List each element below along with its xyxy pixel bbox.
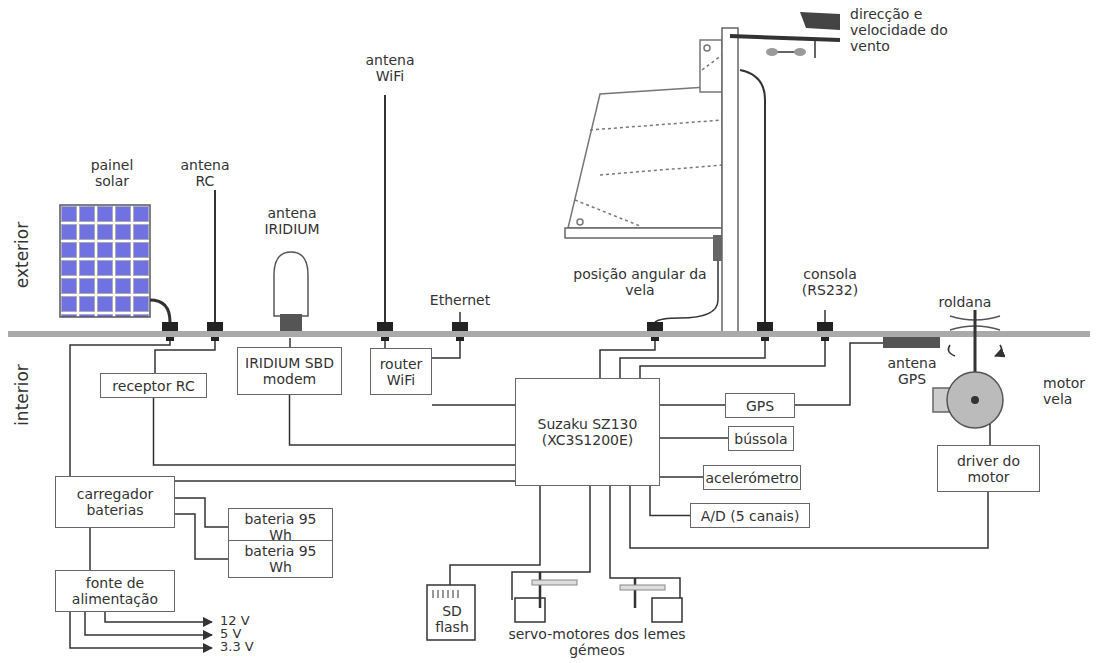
- wire: [175, 480, 515, 482]
- voltage-label: 5 V: [220, 627, 241, 641]
- modem-box: IRIDIUM SBD modem: [237, 347, 342, 395]
- box-text: bateria 95 Wh: [234, 511, 327, 543]
- gps-box: GPS: [725, 393, 795, 418]
- part-label: motor vela: [1043, 375, 1093, 407]
- accelerometer-box: acelerómetro: [703, 465, 801, 490]
- region-label: interior: [14, 364, 30, 426]
- adc-box: A/D (5 canais): [690, 503, 810, 528]
- wire: [175, 498, 228, 527]
- part-label: antena GPS: [877, 355, 947, 387]
- voltage-label: 3.3 V: [220, 640, 254, 654]
- power-supply-box: fonte de alimentação: [55, 570, 175, 612]
- fpga-board-box: Suzaku SZ130 (XC3S1200E): [515, 378, 660, 486]
- part-label: painel solar: [82, 157, 142, 189]
- battery-box: bateria 95 Wh: [228, 540, 333, 578]
- wire: [432, 404, 515, 406]
- wire: [660, 476, 703, 478]
- part-label: servo-motores dos lemes gémeos: [502, 626, 692, 658]
- compass-box: bússola: [728, 426, 794, 451]
- router-box: router WiFi: [370, 348, 432, 395]
- wire: [89, 528, 91, 570]
- box-text: receptor RC: [112, 378, 194, 394]
- region-label: exterior: [14, 222, 30, 288]
- charger-box: carregador baterias: [55, 476, 175, 528]
- part-label: antena WiFi: [365, 52, 415, 84]
- part-label: SD flash: [432, 603, 472, 635]
- sensor-label: direcção e velocidade do vento: [850, 6, 975, 54]
- wire: [630, 486, 988, 548]
- part-label: antena IRIDIUM: [252, 205, 332, 237]
- wire: [660, 437, 728, 439]
- box-text: carregador baterias: [61, 486, 169, 518]
- box-text: bússola: [734, 431, 787, 447]
- box-text: router WiFi: [376, 356, 426, 388]
- box-text: acelerómetro: [705, 470, 798, 486]
- sensor-label: posição angular da vela: [570, 266, 710, 298]
- box-text: IRIDIUM SBD modem: [243, 355, 336, 387]
- box-text: fonte de alimentação: [61, 575, 169, 607]
- port-label: consola (RS232): [790, 266, 870, 298]
- voltage-label: 12 V: [220, 614, 250, 628]
- port-label: Ethernet: [425, 292, 495, 308]
- part-label: roldana: [930, 294, 1000, 310]
- receiver-box: receptor RC: [100, 373, 207, 398]
- box-text: GPS: [746, 398, 774, 414]
- box-text: bateria 95 Wh: [234, 543, 327, 575]
- wire: [154, 398, 516, 465]
- wire: [650, 486, 690, 516]
- wire: [175, 514, 228, 559]
- wire: [660, 404, 725, 406]
- box-text: Suzaku SZ130 (XC3S1200E): [521, 416, 654, 448]
- part-label: antena RC: [175, 157, 235, 189]
- box-text: driver do motor: [943, 453, 1034, 485]
- motor-driver-box: driver do motor: [937, 445, 1040, 492]
- wire: [290, 395, 516, 445]
- box-text: A/D (5 canais): [701, 508, 800, 524]
